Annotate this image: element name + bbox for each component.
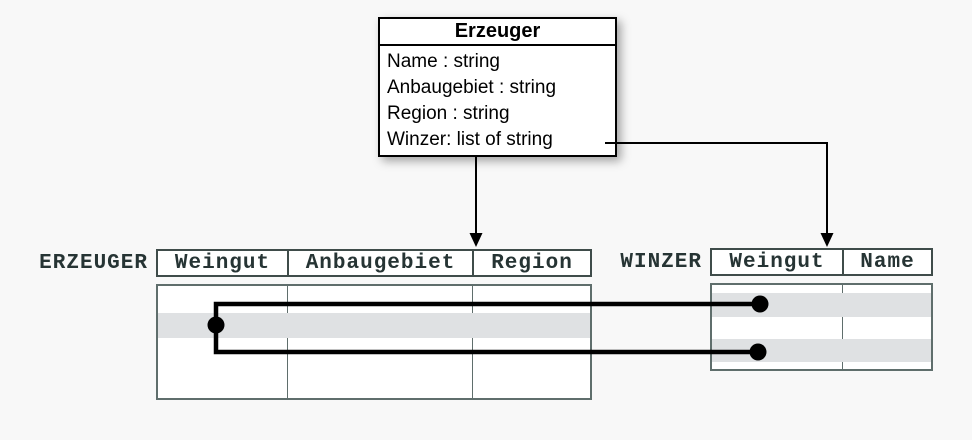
table-label-winzer: WINZER <box>620 251 702 274</box>
column-header-weingut: Weingut <box>729 250 825 274</box>
table-label-erzeuger: ERZEUGER <box>39 252 148 275</box>
erzeuger-table-body <box>156 284 592 400</box>
class-attribute-region: Region : string <box>387 103 510 124</box>
class-attribute-anbaugebiet: Anbaugebiet : string <box>387 77 557 98</box>
column-header-name: Name <box>842 250 931 274</box>
arrow-to-winzer <box>605 142 834 247</box>
arrowhead-down-icon <box>469 233 483 247</box>
column-separator <box>842 285 843 369</box>
highlighted-row <box>712 293 931 317</box>
arrow-to-erzeuger <box>469 155 483 247</box>
column-header-weingut: Weingut <box>174 251 271 275</box>
erzeuger-header-row: Weingut Anbaugebiet Region <box>156 249 592 277</box>
column-separator <box>472 286 473 398</box>
arrowhead-down-icon <box>820 233 834 247</box>
column-separator <box>287 286 288 398</box>
highlighted-row <box>158 313 590 338</box>
column-header-region: Region <box>472 251 590 275</box>
uml-class-box: Erzeuger Name : string Anbaugebiet : str… <box>378 17 617 157</box>
winzer-table-body <box>710 283 933 371</box>
class-title: Erzeuger <box>380 19 615 46</box>
winzer-header-row: Weingut Name <box>710 248 933 276</box>
class-attributes: Name : string Anbaugebiet : string Regio… <box>380 46 615 153</box>
class-attribute-winzer: Winzer: list of string <box>387 129 553 150</box>
highlighted-row <box>712 339 931 362</box>
class-attribute-name: Name : string <box>387 51 500 72</box>
column-header-anbaugebiet: Anbaugebiet <box>287 251 472 275</box>
